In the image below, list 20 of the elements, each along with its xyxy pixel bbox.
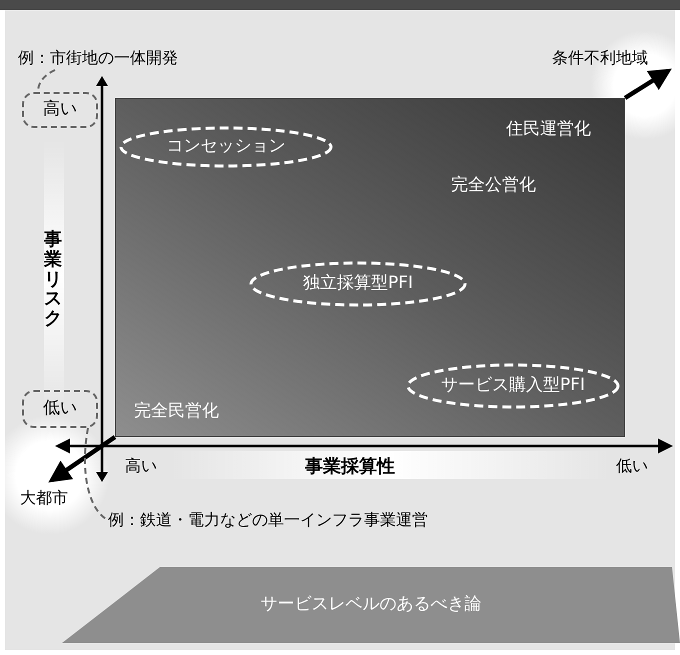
scheme-label: 独立採算型PFI [302, 272, 414, 296]
axis-end-label: 低い [616, 455, 648, 477]
arrow [624, 68, 672, 100]
arrow [48, 435, 116, 483]
scheme-label: コンセッション [166, 135, 286, 158]
base-label: サービスレベルのあるべき論 [260, 593, 482, 616]
scheme-label: サービス購入型PFI [440, 374, 586, 398]
axis-title: 事業リスク [44, 230, 63, 329]
category-label: 住民運営化 [506, 118, 591, 141]
annotation-text: 条件不利地域 [552, 46, 648, 70]
annotation-text: 大都市 [20, 486, 68, 510]
dashed-rounded-box: 低い [22, 390, 98, 428]
annotation-text: 例：市街地の一体開発 [18, 46, 178, 70]
category-label: 完全公営化 [451, 174, 536, 197]
dashed-rounded-box: 高い [22, 92, 98, 128]
axis-title: 事業採算性 [305, 455, 395, 479]
category-label: 完全民営化 [134, 400, 219, 423]
axis-end-label: 高い [125, 455, 157, 477]
quadrant-panel [115, 98, 625, 437]
annotation-text: 例：鉄道・電力などの単一インフラ事業運営 [108, 508, 428, 532]
